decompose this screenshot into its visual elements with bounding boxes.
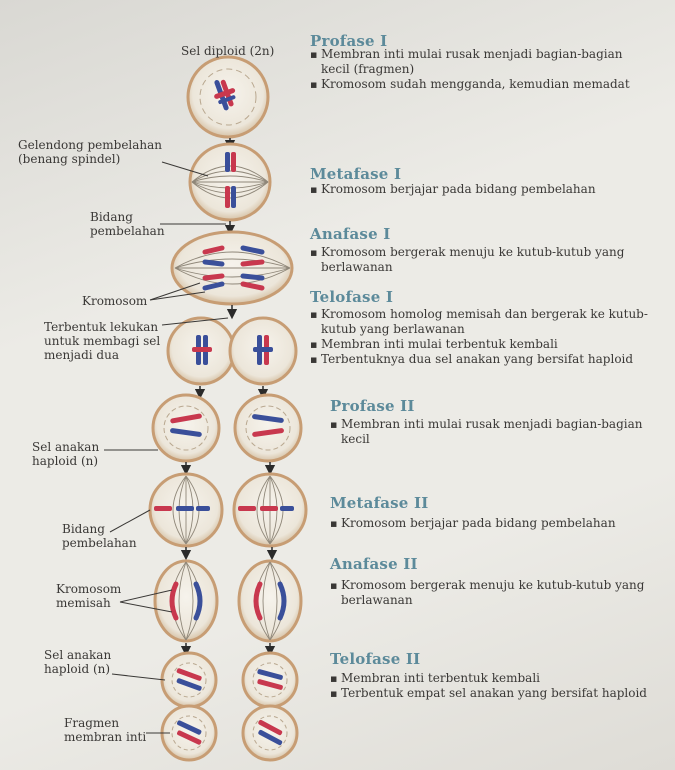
stage-list-metafase-2: Kromosom berjajar pada bidang pembelahan [330,516,650,531]
stage-item: Membran inti mulai terbentuk kembali [310,337,650,352]
leader-lines [104,161,229,734]
stage-item: Terbentuk empat sel anakan yang bersifat… [330,686,650,701]
stage-title-profase-1: Profase I [310,32,388,50]
label-gelendong: Gelendong pembelahan (benang spindel) [18,138,163,166]
stage-item: Terbentuknya dua sel anakan yang bersifa… [310,352,650,367]
chromosome-group [202,245,265,291]
cell-anafase-1 [170,230,294,306]
stage-list-metafase-1: Kromosom berjajar pada bidang pembelahan [310,182,650,197]
label-terbentuk-lekukan: Terbentuk lekukan untuk membagi sel menj… [44,320,161,362]
cell-telofase-2-right [241,651,299,762]
stage-item: Membran inti terbentuk kembali [330,671,650,686]
stage-item: Membran inti mulai rusak menjadi bagian-… [330,417,645,447]
label-kromosom-memisah: Kromosom memisah [56,582,122,610]
stage-list-telofase-2: Membran inti terbentuk kembali Terbentuk… [330,671,650,701]
stage-list-profase-2: Membran inti mulai rusak menjadi bagian-… [330,417,645,447]
label-bidang-pembelahan-2: Bidang pembelahan [62,522,137,550]
cell-metafase-1 [188,142,272,222]
cell-telofase-2-left [160,651,218,762]
stage-title-profase-2: Profase II [330,397,415,415]
stage-item: Kromosom berjajar pada bidang pembelahan [330,516,650,531]
stage-title-metafase-1: Metafase I [310,165,402,183]
stage-title-telofase-2: Telofase II [330,650,421,668]
stage-list-anafase-2: Kromosom bergerak menuju ke kutub-kutub … [330,578,645,608]
stage-title-anafase-1: Anafase I [310,225,391,243]
chromosome-pair [214,79,236,111]
stage-list-anafase-1: Kromosom bergerak menuju ke kutub-kutub … [310,245,640,275]
cell-metafase-2-left [148,472,224,548]
label-sel-diploid: Sel diploid (2n) [181,44,275,58]
label-fragmen: Fragmen membran inti [64,716,147,744]
chromosome-group [225,152,236,208]
cell-anafase-2-left [153,559,219,643]
stage-item: Kromosom berjajar pada bidang pembelahan [310,182,650,197]
label-sel-anakan-2: Sel anakan haploid (n) [44,648,112,676]
cell-metafase-2-right [232,472,308,548]
cell-profase-1 [186,55,270,139]
stage-list-profase-1: Membran inti mulai rusak menjadi bagian-… [310,47,650,92]
stage-item: Kromosom bergerak menuju ke kutub-kutub … [330,578,645,608]
cell-profase-2-right [233,393,303,463]
cell-telofase-1 [166,316,298,386]
stage-list-telofase-1: Kromosom homolog memisah dan bergerak ke… [310,307,650,367]
cell-profase-2-left [151,393,221,463]
cell-anafase-2-right [237,559,303,643]
stage-item: Kromosom sudah mengganda, kemudian memad… [310,77,650,92]
label-kromosom: Kromosom [82,294,148,308]
stage-item: Kromosom bergerak menuju ke kutub-kutub … [310,245,640,275]
stage-item: Kromosom homolog memisah dan bergerak ke… [310,307,650,337]
label-sel-anakan-1: Sel anakan haploid (n) [32,440,100,468]
stage-title-telofase-1: Telofase I [310,288,394,306]
stage-item: Membran inti mulai rusak menjadi bagian-… [310,47,650,77]
label-bidang-pembelahan-1: Bidang pembelahan [90,210,165,238]
stage-title-anafase-2: Anafase II [330,555,418,573]
stage-title-metafase-2: Metafase II [330,494,429,512]
